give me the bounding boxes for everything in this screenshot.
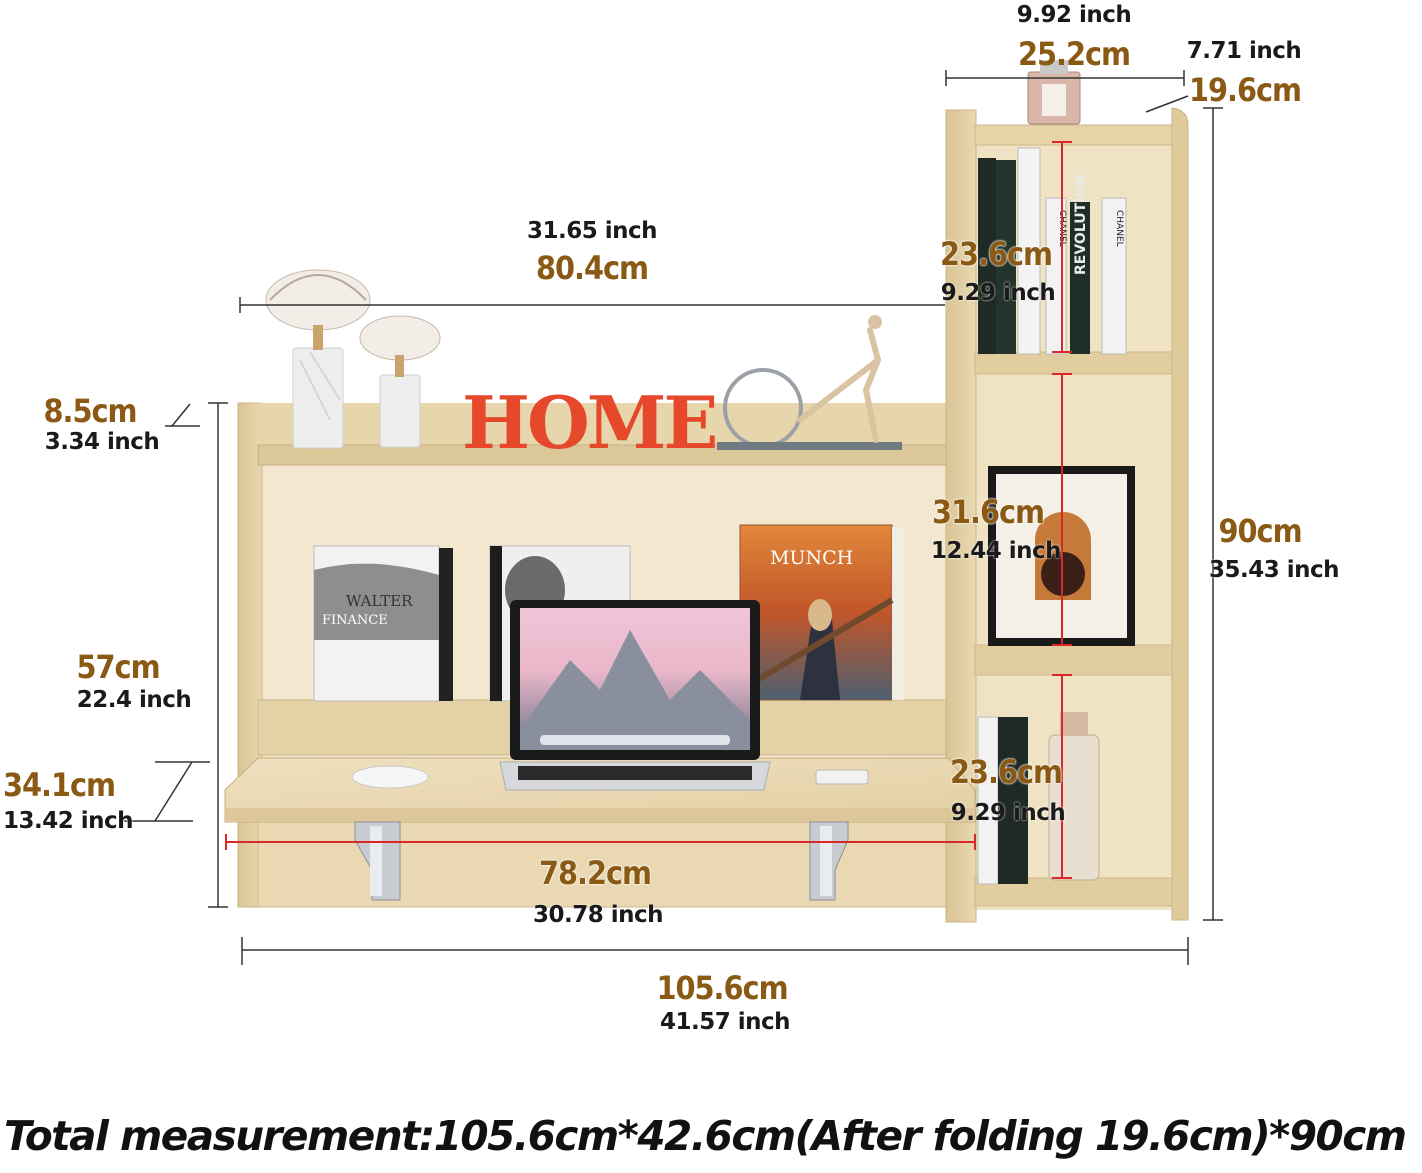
bookcase-shelf-1 bbox=[974, 351, 1173, 375]
upper-rail bbox=[258, 403, 948, 445]
bookcase-shelf-2 bbox=[974, 644, 1173, 676]
walter-finance-book: WALTER FINANCE bbox=[313, 545, 453, 702]
svg-text:MUNCH: MUNCH bbox=[770, 547, 853, 569]
depth-top-cm: 25.2cm bbox=[1017, 35, 1131, 73]
desk-depth-cm: 34.1cm bbox=[2, 766, 116, 804]
svg-text:CHANEL: CHANEL bbox=[1114, 210, 1124, 247]
total-width-inch: 41.57 inch bbox=[659, 1009, 791, 1035]
bottom-compartment-cm: 23.6cm bbox=[949, 753, 1063, 791]
middle-compartment-inch: 12.44 inch bbox=[930, 538, 1062, 564]
upper-height-inch: 22.4 inch bbox=[76, 687, 192, 713]
mouse bbox=[351, 765, 429, 789]
bookcase-right-side bbox=[1171, 107, 1189, 921]
top-books: CHANEL CHANEL REVOLUTION bbox=[978, 147, 1127, 355]
total-height-inch: 35.43 inch bbox=[1208, 557, 1340, 583]
bookcase-bottom bbox=[974, 877, 1173, 907]
bottom-compartment-inch: 9.29 inch bbox=[950, 800, 1066, 826]
total-width-cm: 105.6cm bbox=[656, 969, 788, 1007]
top-compartment-inch: 9.29 inch bbox=[940, 280, 1056, 306]
desk-depth-inch: 13.42 inch bbox=[2, 808, 134, 834]
ring-sculpture bbox=[717, 315, 902, 450]
desk-edge bbox=[225, 808, 975, 822]
vase-right bbox=[359, 315, 441, 448]
desk-width-cm: 78.2cm bbox=[538, 854, 652, 892]
home-sign: HOME bbox=[462, 380, 715, 465]
perfume-bottle bbox=[1027, 60, 1081, 125]
top-compartment-cm: 23.6cm bbox=[939, 235, 1053, 273]
total-measurement-caption: Total measurement:105.6cm*42.6cm(After f… bbox=[4, 1112, 1407, 1160]
laptop bbox=[499, 600, 771, 791]
svg-text:FINANCE: FINANCE bbox=[322, 613, 388, 628]
svg-text:REVOLUTION: REVOLUTION bbox=[1073, 174, 1089, 275]
red-dimension-lines bbox=[225, 141, 1072, 879]
phone bbox=[815, 769, 869, 785]
upper-height-cm: 57cm bbox=[76, 648, 160, 686]
upper-shelf-width-inch: 31.65 inch bbox=[526, 218, 658, 244]
svg-text:WALTER: WALTER bbox=[346, 592, 413, 610]
desk-width-inch: 30.78 inch bbox=[532, 902, 664, 928]
shelf-rail-inch: 3.34 inch bbox=[44, 429, 160, 455]
dimension-lines bbox=[124, 70, 1223, 965]
middle-compartment-cm: 31.6cm bbox=[931, 493, 1045, 531]
depth-top-inch: 9.92 inch bbox=[1016, 2, 1132, 28]
total-height-cm: 90cm bbox=[1218, 512, 1302, 550]
upper-shelf-width-cm: 80.4cm bbox=[535, 249, 649, 287]
depth-folded-inch: 7.71 inch bbox=[1186, 38, 1302, 64]
depth-folded-cm: 19.6cm bbox=[1188, 71, 1302, 109]
shelf-rail-cm: 8.5cm bbox=[43, 392, 137, 430]
munch-book: MUNCH bbox=[738, 524, 904, 701]
vase-left bbox=[265, 269, 371, 449]
bookcase-top bbox=[974, 124, 1173, 146]
